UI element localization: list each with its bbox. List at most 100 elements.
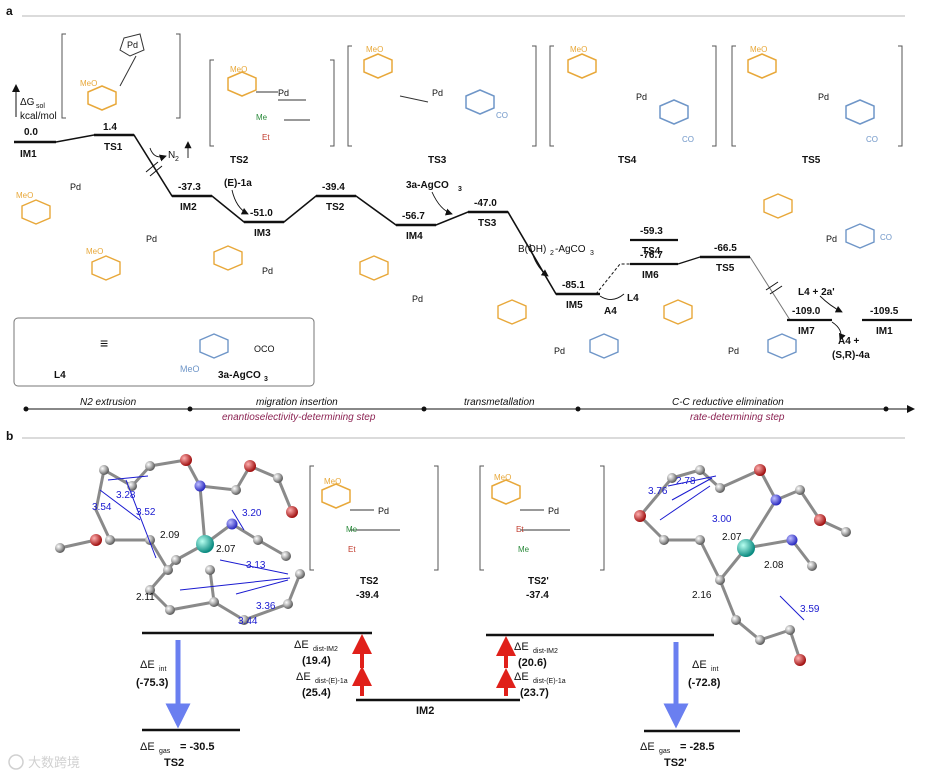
svg-text:dist-IM2: dist-IM2 [313, 646, 338, 653]
svg-text:Et: Et [516, 525, 524, 534]
svg-text:MeO: MeO [80, 79, 97, 88]
svg-text:int: int [711, 666, 718, 673]
legend-reagent-sub: 3 [264, 376, 268, 383]
svg-text:Pd: Pd [127, 40, 138, 50]
svg-text:Me: Me [256, 113, 268, 122]
ts2-bracket-labels: Pd Pd MeO MeO Me Et Et Me TS2 -39.4 TS2'… [324, 473, 559, 601]
energy-ts1: 1.4 [103, 122, 117, 133]
center-im2: IM2 [416, 705, 434, 717]
left-int-label: ΔE [140, 659, 155, 671]
label-im4: IM4 [406, 231, 423, 242]
axis-label-unit: kcal/mol [20, 111, 57, 122]
svg-text:3.54: 3.54 [92, 502, 112, 513]
decomposition-lines [142, 633, 740, 731]
n2-sub: 2 [175, 156, 179, 163]
ts2-name: TS2 [360, 576, 379, 587]
right-dist-im2-label: ΔE [514, 641, 529, 653]
energy-im2: -37.3 [178, 182, 201, 193]
svg-text:3.44: 3.44 [238, 616, 258, 627]
svg-text:2.08: 2.08 [764, 560, 784, 571]
svg-text:2: 2 [550, 250, 554, 257]
a4-plus-label: A4 + [838, 336, 860, 347]
label-ts1: TS1 [104, 142, 123, 153]
svg-text:MeO: MeO [494, 473, 511, 482]
ts2-3d-model [55, 454, 305, 625]
svg-text:MeO: MeO [570, 45, 587, 54]
svg-text:2.11: 2.11 [136, 592, 155, 603]
left-gas-value: = -30.5 [180, 741, 215, 753]
reaction-annotations: N 2 (E)-1a 3a-AgCO 3 B(OH) 2 -AgCO 3 A4 … [168, 150, 870, 361]
svg-text:Pd: Pd [548, 506, 559, 516]
svg-text:2.07: 2.07 [722, 532, 742, 543]
ts4-box-label: TS4 [618, 155, 637, 166]
energy-ts4: -59.3 [640, 226, 663, 237]
left-gas-label: ΔE [140, 741, 155, 753]
svg-text:dist-(E)-1a: dist-(E)-1a [315, 678, 348, 685]
axis-label-dg: ΔG [20, 97, 35, 108]
panel-b-label: b [6, 429, 13, 443]
svg-text:int: int [159, 666, 166, 673]
product-label: (S,R)-4a [832, 350, 870, 361]
stage-cc-reductive: C-C reductive elimination [672, 397, 784, 408]
e1a-label: (E)-1a [224, 178, 252, 189]
label-im1-end: IM1 [876, 326, 893, 337]
l4-label: L4 [627, 293, 639, 304]
svg-text:3.36: 3.36 [256, 601, 276, 612]
ts2p-name: TS2' [528, 576, 549, 587]
ts3-box-label: TS3 [428, 155, 447, 166]
right-int-value: (-72.8) [688, 677, 721, 689]
energy-im4: -56.7 [402, 211, 425, 222]
energy-ts3: -47.0 [474, 198, 497, 209]
ts2-bracket-structures [310, 466, 604, 570]
svg-text:3.76: 3.76 [648, 486, 668, 497]
svg-text:MeO: MeO [324, 477, 341, 486]
energy-ts2: -39.4 [322, 182, 345, 193]
energy-im3: -51.0 [250, 208, 273, 219]
right-int-label: ΔE [692, 659, 707, 671]
stage-n2-extrusion: N2 extrusion [80, 397, 137, 408]
legend-equiv: ≡ [100, 335, 108, 351]
panel-a-label: a [6, 4, 13, 18]
decomposition-labels: ΔE int (-75.3) ΔE dist-IM2 (19.4) ΔE dis… [136, 639, 721, 769]
legend-box: L4 ≡ 3a-AgCO 3 OCO MeO [14, 318, 314, 386]
energy-ts5: -66.5 [714, 243, 737, 254]
stage-rate-determining: rate-determining step [690, 412, 785, 423]
svg-text:大数跨境: 大数跨境 [28, 755, 80, 770]
svg-text:3.20: 3.20 [242, 508, 262, 519]
svg-text:Me: Me [518, 545, 530, 554]
energy-im1-end: -109.5 [870, 306, 899, 317]
state-labels: 0.0 IM1 1.4 TS1 -37.3 IM2 -51.0 IM3 -39.… [20, 122, 899, 337]
svg-text:Pd: Pd [554, 346, 565, 356]
svg-text:MeO: MeO [16, 191, 33, 200]
right-gas-value: = -28.5 [680, 741, 715, 753]
label-im1: IM1 [20, 149, 37, 160]
svg-text:Et: Et [348, 545, 356, 554]
svg-text:MeO: MeO [230, 65, 247, 74]
a4-label: A4 [604, 306, 617, 317]
agco3-label: 3a-AgCO [406, 180, 449, 191]
energy-im1: 0.0 [24, 127, 38, 138]
svg-text:2.07: 2.07 [216, 544, 236, 555]
intermediate-structures [22, 194, 874, 358]
legend-oco2: OCO [254, 344, 275, 354]
svg-text:Pd: Pd [432, 88, 443, 98]
legend-reagent: 3a-AgCO [218, 370, 261, 381]
svg-text:dist-(E)-1a: dist-(E)-1a [533, 678, 566, 685]
svg-text:3.28: 3.28 [116, 490, 136, 501]
agco3-sub: 3 [458, 186, 462, 193]
svg-text:2.16: 2.16 [692, 590, 712, 601]
left-int-value: (-75.3) [136, 677, 169, 689]
svg-text:MeO: MeO [750, 45, 767, 54]
svg-text:Pd: Pd [818, 92, 829, 102]
svg-text:2.78: 2.78 [676, 476, 696, 487]
left-dist-e1a-label: ΔE [296, 671, 311, 683]
svg-text:Pd: Pd [636, 92, 647, 102]
svg-text:Pd: Pd [278, 88, 289, 98]
energy-im5: -85.1 [562, 280, 585, 291]
stage-migration-insertion: migration insertion [256, 397, 338, 408]
boh-label: B(OH) [518, 244, 546, 255]
svg-text:3.00: 3.00 [712, 514, 732, 525]
svg-text:Pd: Pd [146, 234, 157, 244]
legend-ligand: L4 [54, 370, 66, 381]
